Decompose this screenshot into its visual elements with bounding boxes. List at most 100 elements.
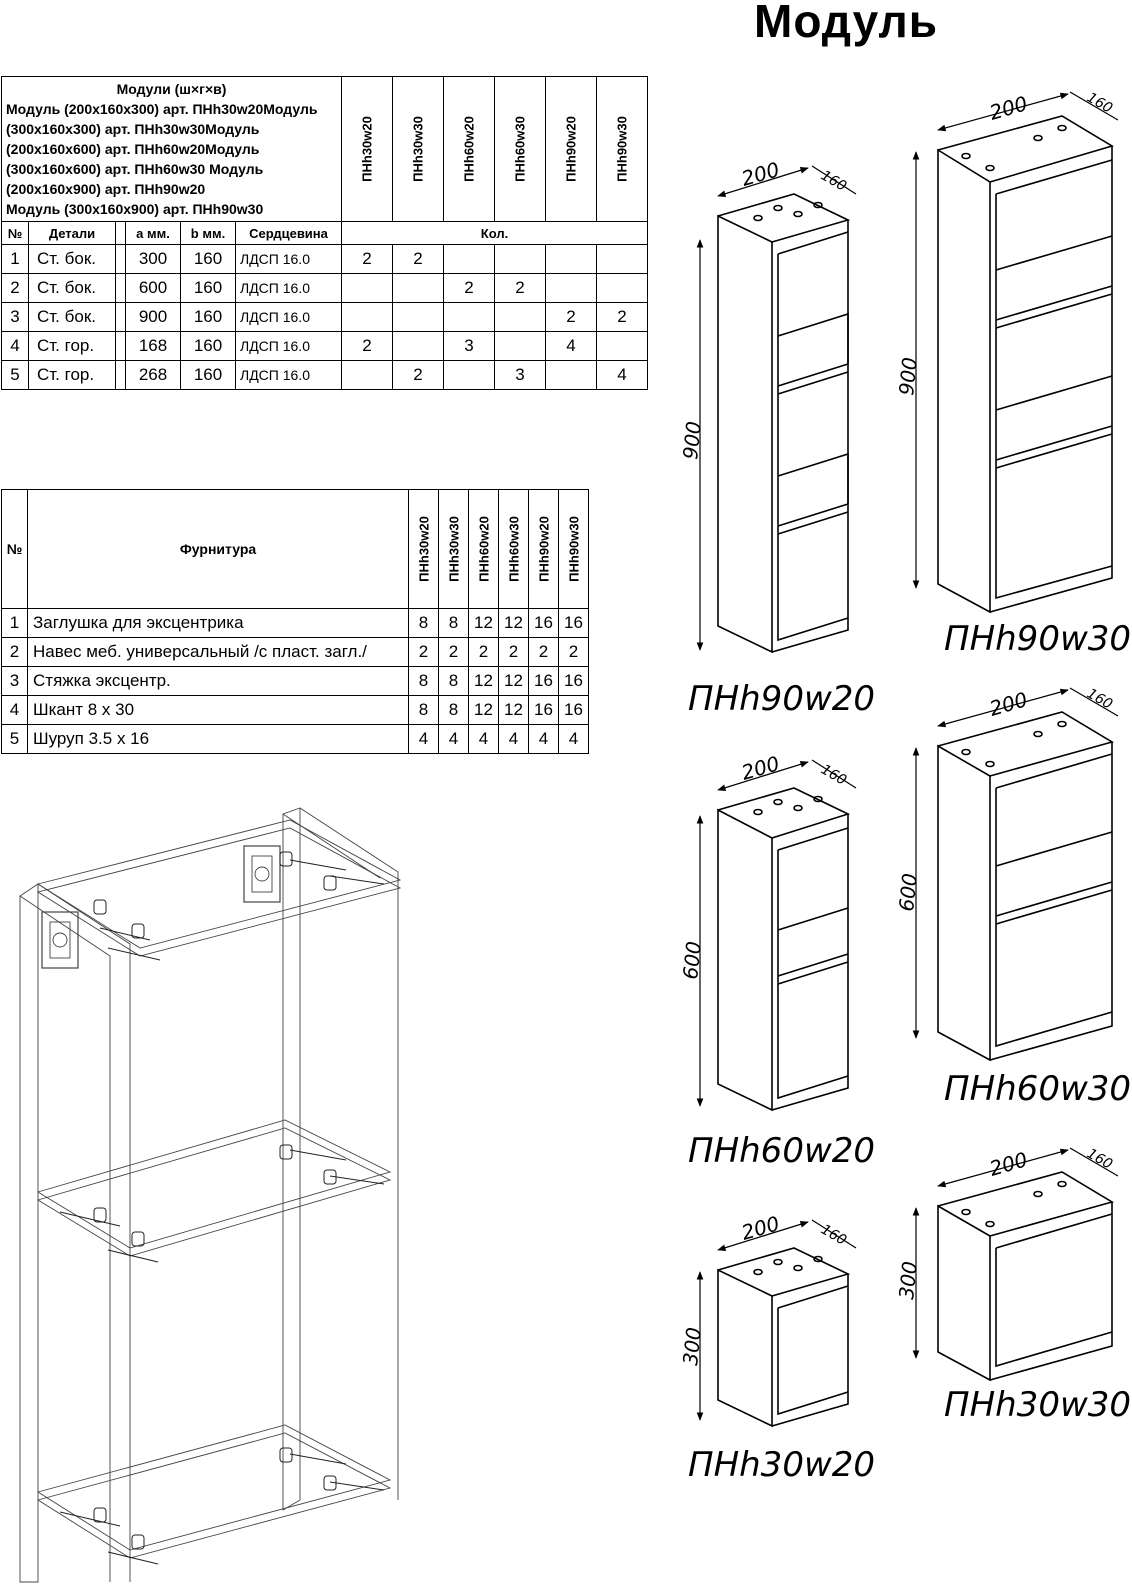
part-detail: Ст. бок. [28,302,116,332]
part-qty [545,360,597,390]
part-core: ЛДСП 16.0 [235,302,342,332]
part-qty: 3 [494,360,546,390]
hw-name: Стяжка эксцентр. [27,666,409,696]
hw-col-name: Фурнитура [27,489,409,609]
dim-depth: 160 [1084,90,1115,117]
part-core: ЛДСП 16.0 [235,244,342,274]
model-label-h30w20: ПНh30w20 [688,1445,875,1485]
modules-header: Модули (ш×г×в) Модуль (200х160х300) арт.… [1,76,342,222]
hw-qty: 16 [558,695,589,725]
hw-name: Шуруп 3.5 х 16 [27,724,409,754]
col-qty: Кол. [341,221,648,245]
col-b: b мм. [180,221,236,245]
hw-qty: 4 [438,724,469,754]
part-qty [392,302,444,332]
hw-qty: 16 [558,666,589,696]
dim-depth: 160 [818,762,849,789]
part-core: ЛДСП 16.0 [235,360,342,390]
model-label-h60w30: ПНh60w30 [944,1069,1131,1109]
dim-depth: 160 [818,168,849,195]
dim-width: 200 [987,1147,1030,1181]
module-col-header: ПНh60w20 [443,76,495,222]
part-a: 268 [125,360,181,390]
module-col-header: ПНh30w20 [341,76,393,222]
part-detail: Ст. гор. [28,360,116,390]
hw-qty: 12 [468,695,499,725]
part-detail: Ст. гор. [28,331,116,361]
dim-width: 200 [987,687,1030,721]
hw-qty: 12 [468,666,499,696]
hw-qty: 2 [468,637,499,667]
part-a: 900 [125,302,181,332]
dim-depth: 160 [1084,686,1115,713]
part-qty: 2 [341,331,393,361]
hw-qty: 4 [408,724,439,754]
module-col-header: ПНh30w30 [392,76,444,222]
module-drawing-h60w20 [696,759,857,1112]
part-qty [545,273,597,303]
hw-module-col-header: ПНh90w20 [528,489,559,609]
part-core: ЛДСП 16.0 [235,273,342,303]
hw-col-no: № [1,489,28,609]
module-drawing-h90w30 [912,91,1119,614]
hw-qty: 2 [498,637,529,667]
hardware-table: № Фурнитура ПНh30w20 ПНh30w30 ПНh60w20 П… [1,489,589,754]
model-label-h60w20: ПНh60w20 [688,1131,875,1171]
module-col-header: ПНh90w30 [596,76,648,222]
part-b: 160 [180,273,236,303]
parts-table: Модули (ш×г×в) Модуль (200х160х300) арт.… [1,76,648,390]
dim-height: 900 [678,420,706,460]
part-a: 168 [125,331,181,361]
page-title: Модуль [754,0,939,47]
dim-height: 300 [678,1326,706,1366]
part-detail: Ст. бок. [28,273,116,303]
part-b: 160 [180,360,236,390]
part-qty: 2 [545,302,597,332]
part-qty [443,360,495,390]
part-qty [596,273,648,303]
hw-qty: 12 [468,608,499,638]
dim-height: 900 [894,356,922,396]
hw-qty: 12 [498,666,529,696]
part-b: 160 [180,302,236,332]
hw-qty: 12 [498,695,529,725]
hw-qty: 4 [468,724,499,754]
module-drawing-h30w20 [696,1219,857,1428]
col-core: Сердцевина [235,221,342,245]
hw-qty: 4 [558,724,589,754]
model-label-h90w20: ПНh90w20 [688,679,875,719]
module-col-header: ПНh90w20 [545,76,597,222]
part-qty [494,244,546,274]
hw-module-col-header: ПНh90w30 [558,489,589,609]
hw-no: 5 [1,724,28,754]
part-qty: 3 [443,331,495,361]
module-drawing-h60w30 [912,687,1119,1062]
part-qty [392,331,444,361]
dim-height: 600 [678,940,706,980]
part-qty [341,302,393,332]
dim-height: 600 [894,872,922,912]
part-qty [596,244,648,274]
model-label-h90w30: ПНh90w30 [944,619,1131,659]
part-a: 300 [125,244,181,274]
dim-height: 300 [894,1260,922,1300]
module-drawing-h90w20 [696,165,857,654]
dim-width: 200 [739,157,782,191]
module-drawing-h30w30 [912,1147,1119,1382]
part-qty: 2 [443,273,495,303]
part-qty [341,360,393,390]
hw-name: Заглушка для эксцентрика [27,608,409,638]
part-b: 160 [180,244,236,274]
hw-name: Шкант 8 х 30 [27,695,409,725]
hw-qty: 12 [498,608,529,638]
part-no: 4 [1,331,29,361]
dim-width: 200 [739,1211,782,1245]
